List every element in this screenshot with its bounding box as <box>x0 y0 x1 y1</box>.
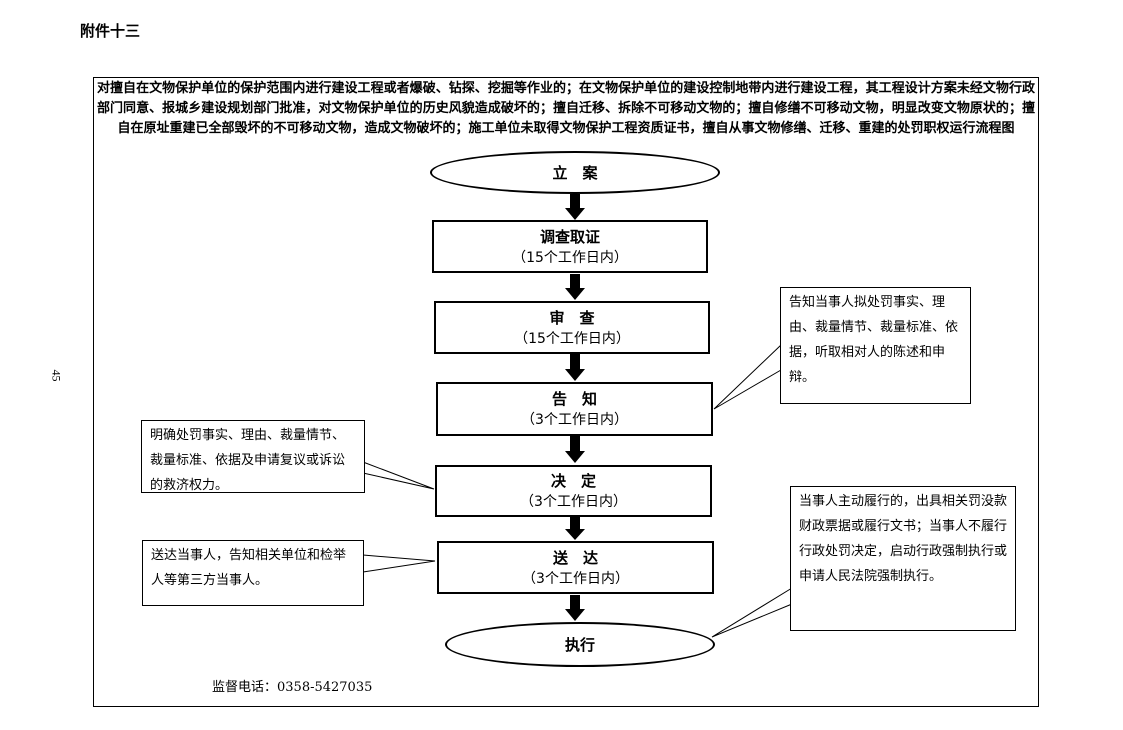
callout-pointers <box>362 344 793 638</box>
deliver-box: 送 达 （3个工作日内） <box>437 541 714 594</box>
investigate-title: 调查取证 <box>539 227 600 246</box>
notify-title: 告 知 <box>551 390 597 408</box>
pointer-execute-note <box>711 587 793 638</box>
decide-title: 决 定 <box>550 472 596 490</box>
decide-deadline: （3个工作日内） <box>520 494 627 510</box>
pointer-decide-note <box>362 461 435 490</box>
down-arrows <box>565 194 585 621</box>
notify-note: 告知当事人拟处罚事实、理由、裁量情节、裁量标准、依据，听取相对人的陈述和申辩。 <box>780 287 971 404</box>
execute-label: 执行 <box>564 636 595 654</box>
pointer-notify-note <box>713 344 782 410</box>
review-box: 审 查 （15个工作日内） <box>434 301 710 354</box>
review-deadline: （15个工作日内） <box>514 330 630 347</box>
flowchart-title: 对擅自在文物保护单位的保护范围内进行建设工程或者爆破、钻探、挖掘等作业的；在文物… <box>97 81 1035 136</box>
start-label: 立 案 <box>552 164 598 182</box>
execute-note: 当事人主动履行的，出具相关罚没款财政票据或履行文书；当事人不履行行政处罚决定，启… <box>790 486 1016 631</box>
deliver-note: 送达当事人，告知相关单位和检举人等第三方当事人。 <box>142 540 364 606</box>
supervision-phone: 监督电话：0358-5427035 <box>212 680 373 695</box>
pointer-deliver-note <box>362 554 436 573</box>
decide-note: 明确处罚事实、理由、裁量情节、裁量标准、依据及申请复议或诉讼的救济权力。 <box>141 420 365 493</box>
arrow-review-to-notify <box>565 354 585 381</box>
deliver-deadline: （3个工作日内） <box>522 570 629 587</box>
start-oval: 立 案 <box>430 151 720 194</box>
notify-deadline: （3个工作日内） <box>521 412 628 428</box>
flowchart-frame <box>93 77 1039 707</box>
arrow-investigate-to-review <box>565 274 585 300</box>
execute-oval: 执行 <box>445 622 715 667</box>
review-title: 审 查 <box>549 308 595 327</box>
deliver-title: 送 达 <box>552 548 598 567</box>
investigate-box: 调查取证 （15个工作日内） <box>432 220 708 273</box>
attachment-label: 附件十三 <box>80 22 141 40</box>
arrow-start-to-investigate <box>565 194 585 220</box>
decide-box: 决 定 （3个工作日内） <box>435 465 712 517</box>
notify-box: 告 知 （3个工作日内） <box>436 382 713 436</box>
arrow-decide-to-deliver <box>565 516 585 540</box>
arrow-notify-to-decide <box>565 436 585 463</box>
investigate-deadline: （15个工作日内） <box>512 249 628 266</box>
arrow-deliver-to-execute <box>565 595 585 621</box>
